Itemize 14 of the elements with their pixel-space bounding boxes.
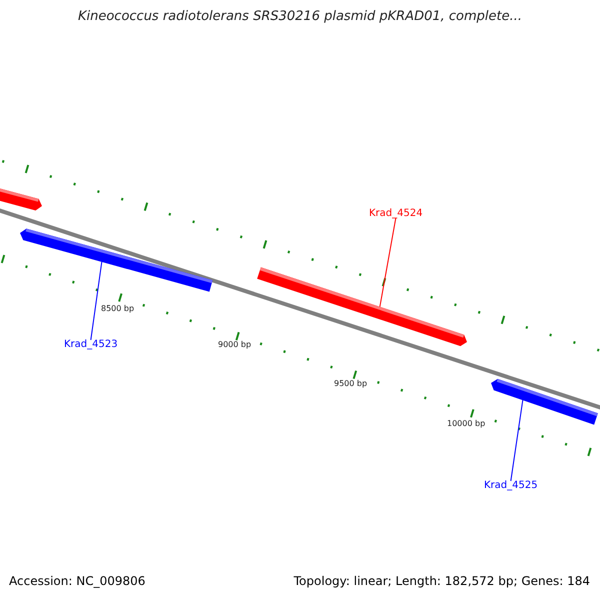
leader-line <box>510 399 524 482</box>
leader-line <box>379 218 396 308</box>
gene-label: Krad_4523 <box>64 339 118 350</box>
gene-arrow <box>491 378 598 425</box>
gene-label: Krad_4524 <box>369 208 423 219</box>
gene-label: Krad_4525 <box>484 480 538 491</box>
title: Kineococcus radiotolerans SRS30216 plasmid pKRAD01, complete... <box>76 9 524 24</box>
gene-arrow <box>0 186 42 210</box>
position-label: 9500 bp <box>334 379 368 388</box>
gene-arrow <box>257 267 467 346</box>
leader-line <box>90 261 102 340</box>
accession-text: Accession: NC_009806 <box>9 574 146 588</box>
gene-arrow <box>20 228 213 292</box>
summary-text: Topology: linear; Length: 182,572 bp; Genes: 184 <box>294 574 590 588</box>
